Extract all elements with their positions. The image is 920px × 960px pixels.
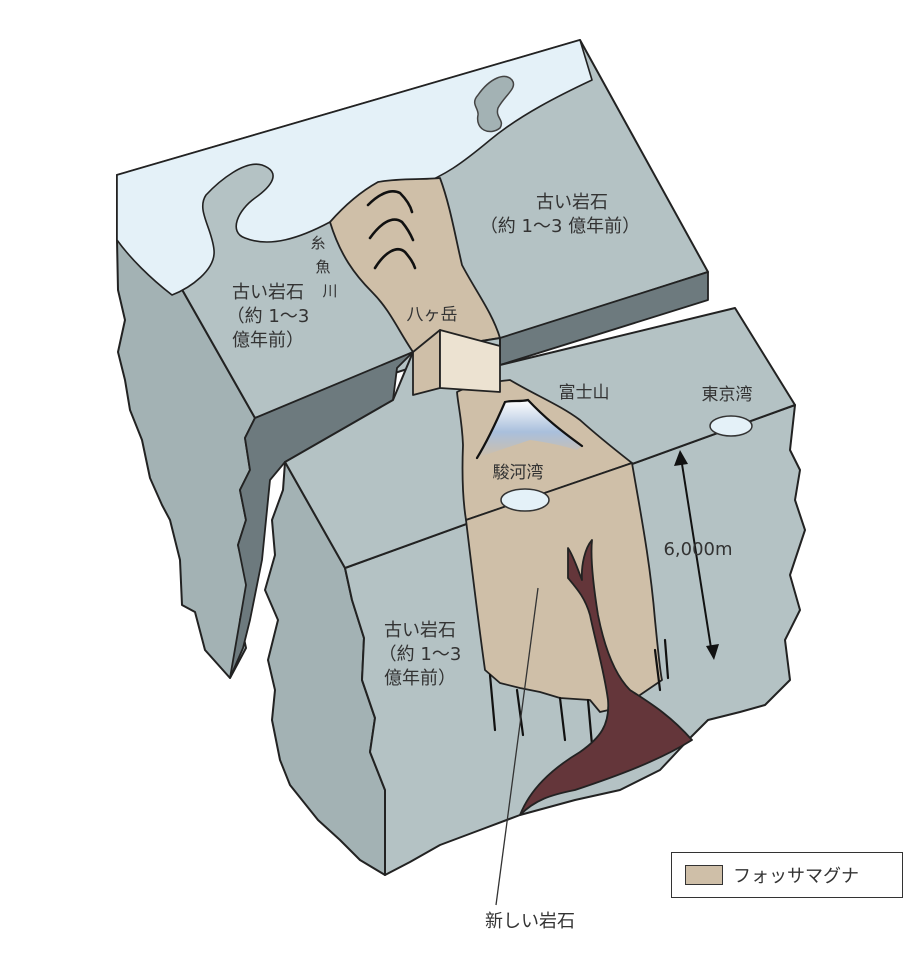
mount-fuji-outline xyxy=(475,398,584,460)
svg-text:億年前）: 億年前） xyxy=(384,668,456,689)
svg-text:（約 1〜3: （約 1〜3 xyxy=(379,644,462,665)
fossa-magna-cross-section xyxy=(465,462,663,713)
mountain-ridge-2 xyxy=(368,218,415,242)
depth-arrow xyxy=(674,450,719,660)
svg-text:古い岩石: 古い岩石 xyxy=(384,620,456,641)
dike-lines xyxy=(488,638,670,747)
legend-swatch-fossa-magna xyxy=(685,865,723,885)
tokyo-bay xyxy=(709,415,753,437)
label-depth: 6,000m xyxy=(663,539,732,560)
new-rock-leader-line xyxy=(495,587,539,906)
label-old-rock-left: 古い岩石 （約 1〜3 億年前） xyxy=(227,282,310,351)
label-old-rock-top-right: 古い岩石 （約 1〜3 億年前） xyxy=(480,192,640,237)
svg-text:（約 1〜3 億年前）: （約 1〜3 億年前） xyxy=(480,216,640,237)
mount-fuji xyxy=(477,400,582,458)
suruga-bay xyxy=(500,488,550,512)
label-new-rock: 新しい岩石 xyxy=(485,911,575,932)
sea-of-japan xyxy=(116,39,593,296)
label-suruga-bay: 駿河湾 xyxy=(493,463,544,483)
svg-text:古い岩石: 古い岩石 xyxy=(536,192,608,213)
svg-text:億年前）: 億年前） xyxy=(232,330,304,351)
svg-text:魚: 魚 xyxy=(315,258,330,276)
label-yatsugatake: 八ヶ岳 xyxy=(407,305,458,325)
svg-text:糸: 糸 xyxy=(310,234,325,252)
svg-text:古い岩石: 古い岩石 xyxy=(232,282,304,303)
label-fujisan: 富士山 xyxy=(559,383,610,403)
magma-intrusion xyxy=(519,539,693,816)
svg-text:（約 1〜3: （約 1〜3 xyxy=(227,306,310,327)
yatsugatake-face xyxy=(439,329,501,393)
label-tokyo-bay: 東京湾 xyxy=(702,385,753,405)
mountain-ridge-3 xyxy=(373,248,417,270)
label-itoigawa: 糸 魚 川 xyxy=(310,234,337,300)
svg-text:川: 川 xyxy=(322,282,337,300)
label-old-rock-front: 古い岩石 （約 1〜3 億年前） xyxy=(379,620,462,689)
legend-label: フォッサマグナ xyxy=(733,866,859,887)
mountain-ridge-1 xyxy=(366,190,414,214)
legend: フォッサマグナ xyxy=(671,852,903,898)
island xyxy=(473,75,515,133)
